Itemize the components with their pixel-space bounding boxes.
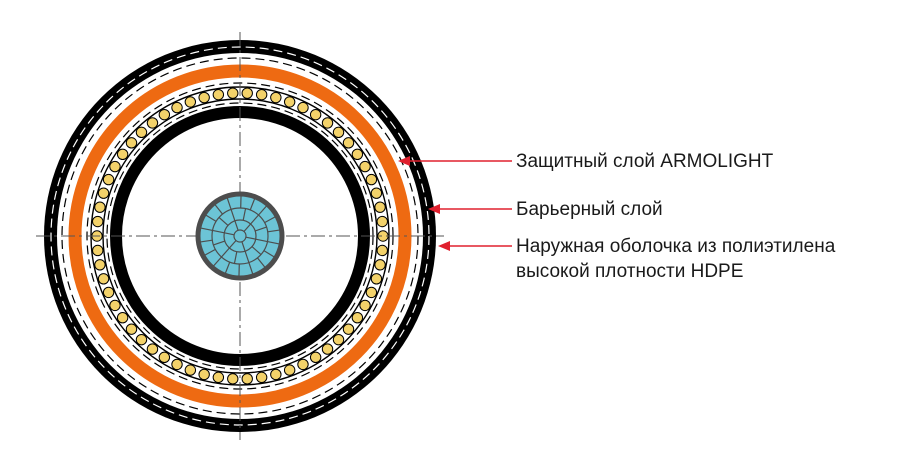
label-armolight: Защитный слой ARMOLIGHT [516,149,773,174]
armor-wire [242,88,252,98]
armor-wire [110,161,120,171]
armor-wire [343,138,353,148]
armor-wire [352,312,362,322]
armor-wire [352,149,362,159]
armor-wire [371,274,381,284]
armor-wire [366,287,376,297]
armor-wire [333,334,343,344]
armor-wire [172,359,182,369]
armor-wire [159,109,169,119]
armor-wire [117,149,127,159]
armor-wire [298,359,308,369]
armor-wire [322,118,332,128]
armor-wire [136,127,146,137]
armor-wire [93,216,103,226]
armor-wire [98,188,108,198]
armor-wire [256,89,266,99]
armor-wire [284,365,294,375]
armor-wire [322,344,332,354]
armor-wire [199,369,209,379]
armor-wire [360,300,370,310]
armor-wire [377,216,387,226]
armor-wire [103,174,113,184]
armor-wire [360,161,370,171]
armor-wire [95,202,105,212]
armor-wire [93,245,103,255]
armor-wire [159,352,169,362]
label-outer-sheath: Наружная оболочка из полиэтилена высокой… [516,234,835,284]
armor-wire [126,138,136,148]
armor-wire [375,202,385,212]
armor-wire [213,89,223,99]
armor-wire [126,324,136,334]
callout-arrow-outer-sheath [438,241,512,251]
armor-wire [377,245,387,255]
armor-wire [371,188,381,198]
armor-wire [271,92,281,102]
armor-wire [185,97,195,107]
armor-wire [333,127,343,137]
armor-wire [271,369,281,379]
armor-wire [117,312,127,322]
label-outer-sheath-line2: высокой плотности HDPE [516,259,835,284]
armor-wire [228,88,238,98]
label-barrier-layer: Барьерный слой [516,197,663,222]
armor-wire [310,352,320,362]
armor-wire [147,344,157,354]
armor-wire [284,97,294,107]
label-outer-sheath-line1: Наружная оболочка из полиэтилена [516,234,835,259]
conductor [198,194,282,278]
armor-wire [103,287,113,297]
armor-wire [98,274,108,284]
callout-arrow-barrier [428,204,512,214]
armor-wire [228,374,238,384]
armor-wire [185,365,195,375]
armor-wire [147,118,157,128]
armor-wire [95,260,105,270]
armor-wire [310,109,320,119]
armor-wire [199,92,209,102]
armor-wire [110,300,120,310]
armor-wire [256,372,266,382]
armor-wire [213,372,223,382]
armor-wire [366,174,376,184]
armor-wire [298,102,308,112]
armor-wire [375,260,385,270]
armor-wire [172,102,182,112]
armor-wire [343,324,353,334]
armor-wire [242,374,252,384]
armor-wire [136,334,146,344]
